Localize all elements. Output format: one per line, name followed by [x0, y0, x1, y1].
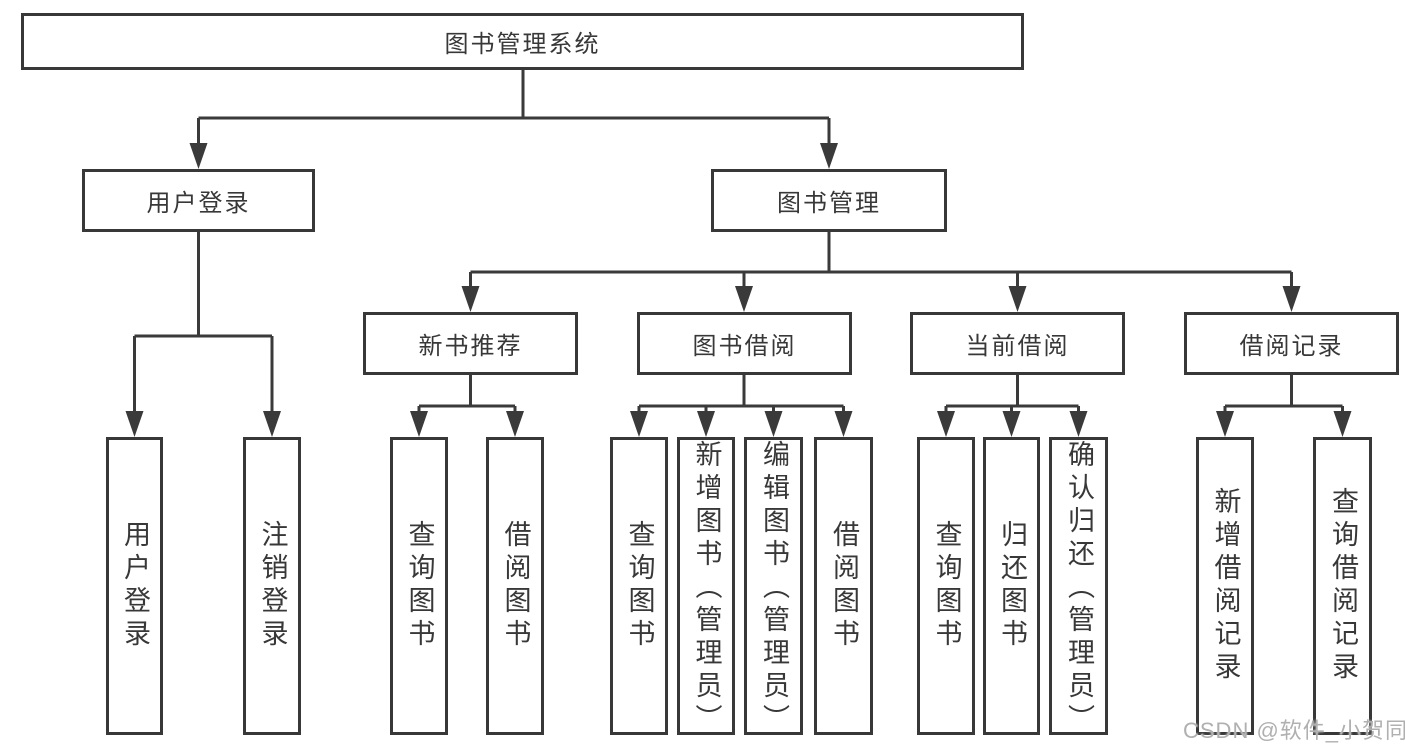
leaf-query-books-recommend-label: 查询图书: [404, 520, 435, 652]
node-new-book-recommend: 新书推荐: [363, 312, 578, 375]
leaf-return-book-label: 归还图书: [997, 520, 1027, 652]
leaf-add-borrow-record-label: 新增借阅记录: [1210, 487, 1241, 685]
leaf-confirm-return-admin-label: 确认归还（管理员）: [1064, 440, 1094, 737]
leaf-query-books-current-label: 查询图书: [931, 520, 962, 652]
leaf-query-books-current: 查询图书: [917, 437, 975, 735]
node-current-borrowing: 当前借阅: [910, 312, 1125, 375]
leaf-user-login-label: 用户登录: [120, 520, 150, 652]
leaf-add-borrow-record: 新增借阅记录: [1196, 437, 1254, 735]
node-borrowing-records: 借阅记录: [1184, 312, 1399, 375]
leaf-query-borrow-record: 查询借阅记录: [1313, 437, 1372, 735]
leaf-borrow-books-recommend: 借阅图书: [486, 437, 544, 735]
leaf-query-books-borrowing-label: 查询图书: [624, 520, 655, 652]
node-book-borrowing: 图书借阅: [637, 312, 852, 375]
leaf-return-book: 归还图书: [983, 437, 1040, 735]
leaf-borrow-books: 借阅图书: [814, 437, 873, 735]
leaf-query-books-recommend: 查询图书: [390, 437, 448, 735]
leaf-edit-book-admin: 编辑图书（管理员）: [744, 437, 803, 737]
leaf-add-book-admin-label: 新增图书（管理员）: [691, 440, 722, 737]
node-new-book-recommend-label: 新书推荐: [418, 333, 523, 360]
leaf-add-book-admin: 新增图书（管理员）: [677, 437, 735, 737]
node-current-borrowing-label: 当前借阅: [965, 333, 1070, 360]
node-user-login: 用户登录: [82, 169, 315, 232]
leaf-edit-book-admin-label: 编辑图书（管理员）: [759, 440, 789, 737]
leaf-borrow-books-recommend-label: 借阅图书: [500, 520, 531, 652]
node-book-borrowing-label: 图书借阅: [692, 333, 797, 360]
leaf-confirm-return-admin: 确认归还（管理员）: [1049, 437, 1108, 737]
leaf-query-borrow-record-label: 查询借阅记录: [1328, 487, 1358, 685]
node-book-management: 图书管理: [711, 169, 947, 232]
node-borrowing-records-label: 借阅记录: [1239, 333, 1344, 360]
node-library-system-label: 图书管理系统: [444, 31, 601, 58]
leaf-user-login: 用户登录: [106, 437, 163, 735]
leaf-logout-label: 注销登录: [257, 520, 288, 652]
watermark-text: CSDN @软件_小贺同学: [1183, 718, 1405, 743]
node-user-login-label: 用户登录: [146, 190, 251, 217]
node-book-management-label: 图书管理: [777, 190, 881, 217]
leaf-query-books-borrowing: 查询图书: [610, 437, 668, 735]
leaf-borrow-books-label: 借阅图书: [829, 520, 859, 652]
leaf-logout: 注销登录: [243, 437, 301, 735]
node-library-system: 图书管理系统: [21, 13, 1024, 70]
